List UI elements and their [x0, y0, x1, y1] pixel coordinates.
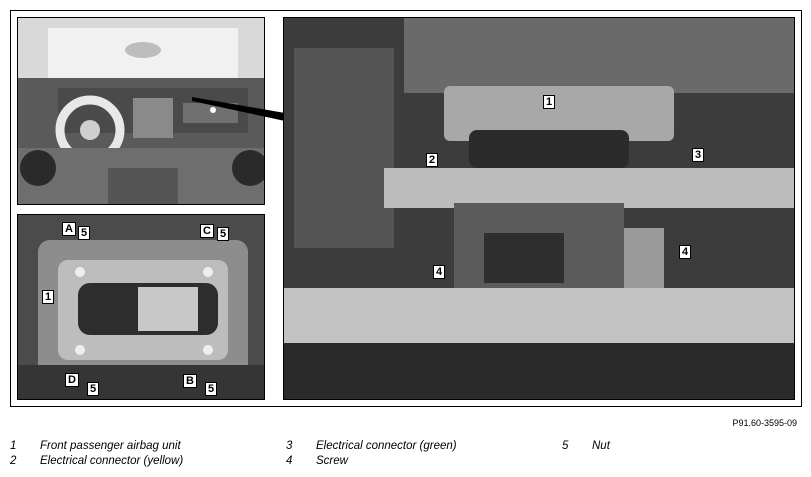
- zoom-pointer: [192, 97, 285, 121]
- callout-c-detail: C: [200, 224, 214, 238]
- dashboard-overview-photo: [17, 17, 265, 205]
- callout-b-detail: B: [183, 374, 197, 388]
- callout-4-main-right: 4: [679, 245, 692, 259]
- callout-3-main: 3: [692, 148, 705, 162]
- legend-number: 3: [286, 440, 293, 452]
- callout-5-detail-bottom-right: 5: [205, 382, 218, 396]
- callout-5-detail-top-left: 5: [78, 226, 91, 240]
- callout-2-main: 2: [426, 153, 439, 167]
- callout-4-main-left: 4: [433, 265, 446, 279]
- legend-number: 1: [10, 440, 17, 452]
- legend-text: Screw: [316, 455, 348, 467]
- legend-text: Electrical connector (yellow): [40, 455, 184, 467]
- callout-1-detail: 1: [42, 290, 55, 304]
- legend-number: 5: [562, 440, 569, 452]
- figure-code: P91.60-3595-09: [732, 418, 797, 428]
- legend-text: Front passenger airbag unit: [40, 440, 181, 452]
- airbag-detail-photo: [17, 214, 265, 400]
- legend-number: 4: [286, 455, 293, 467]
- legend-text: Nut: [592, 440, 610, 452]
- callout-5-detail-top-right: 5: [217, 227, 230, 241]
- callout-1-main: 1: [543, 95, 556, 109]
- legend-number: 2: [10, 455, 17, 467]
- airbag-detail-drawing: [18, 215, 264, 399]
- legend-text: Electrical connector (green): [316, 440, 457, 452]
- dashboard-overview-drawing: [18, 18, 264, 204]
- callout-a-detail: A: [62, 222, 76, 236]
- installed-airbag-photo: [283, 17, 795, 400]
- callout-d-detail: D: [65, 373, 79, 387]
- callout-5-detail-bottom-left: 5: [87, 382, 100, 396]
- installed-airbag-drawing: [284, 18, 794, 399]
